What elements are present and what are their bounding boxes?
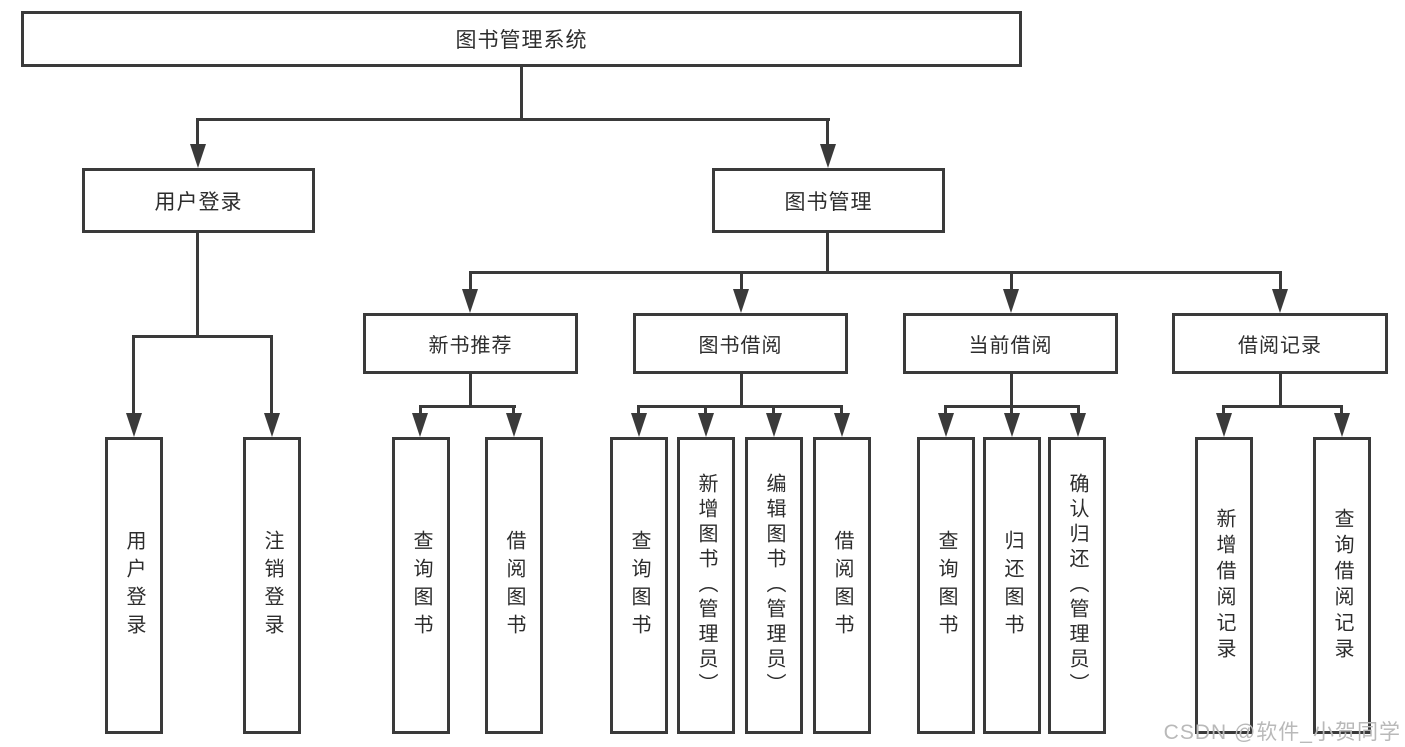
leaf-user-login: 用户登录	[105, 437, 163, 734]
connector-book-borrow-bus	[637, 405, 843, 408]
connector-stem-borrow-records	[1279, 271, 1282, 293]
arrow-to-br-add	[1216, 413, 1232, 437]
leaf-bb-query-books-label: 查询图书	[628, 529, 650, 642]
connector-stem-cb-confirm	[1077, 405, 1080, 417]
node-book-mgmt: 图书管理	[712, 168, 945, 233]
connector-user-login-down	[196, 233, 199, 337]
csdn-watermark: CSDN @软件_小贺同学	[1163, 721, 1401, 744]
leaf-bb-borrow-books: 借阅图书	[813, 437, 871, 734]
node-current-borrow-label: 当前借阅	[968, 335, 1053, 357]
arrow-to-br-query	[1334, 413, 1350, 437]
connector-stem-book-borrow	[740, 271, 743, 293]
arrow-to-book-borrow	[733, 289, 749, 313]
connector-stem-leaf-logout	[270, 335, 273, 417]
connector-user-leaves-bus	[132, 335, 273, 338]
arrow-to-cb-return	[1004, 413, 1020, 437]
leaf-bb-edit-books-admin: 编辑图书（管理员）	[745, 437, 803, 734]
connector-stem-cb-query	[944, 405, 947, 417]
node-user-login-label: 用户登录	[154, 190, 243, 214]
connector-borrow-records-bus	[1222, 405, 1342, 408]
leaf-user-login-label: 用户登录	[123, 529, 145, 642]
connector-stem-rec-borrow	[512, 405, 515, 417]
connector-level3-bus	[469, 271, 1281, 274]
connector-stem-cb-return	[1010, 405, 1013, 417]
node-book-borrow: 图书借阅	[633, 313, 848, 374]
leaf-cb-query-books: 查询图书	[917, 437, 975, 734]
connector-stem-rec-query	[419, 405, 422, 417]
node-root-label: 图书管理系统	[455, 29, 588, 52]
leaf-cb-confirm-return-admin: 确认归还（管理员）	[1048, 437, 1106, 734]
connector-book-borrow-down	[740, 374, 743, 408]
leaf-logout-label: 注销登录	[261, 529, 283, 642]
connector-stem-book-mgmt	[826, 118, 829, 150]
arrow-to-rec-borrow	[506, 413, 522, 437]
connector-book-mgmt-down	[826, 233, 829, 273]
node-borrow-records: 借阅记录	[1172, 313, 1388, 374]
arrow-to-leaf-login	[126, 413, 142, 437]
arrow-to-leaf-logout	[264, 413, 280, 437]
leaf-rec-borrow-books: 借阅图书	[485, 437, 543, 734]
leaf-bb-add-books-admin-label: 新增图书（管理员）	[695, 473, 717, 698]
connector-new-book-bus	[419, 405, 516, 408]
leaf-cb-return-books: 归还图书	[983, 437, 1041, 734]
leaf-bb-query-books: 查询图书	[610, 437, 668, 734]
connector-stem-user-login	[196, 118, 199, 150]
leaf-cb-query-books-label: 查询图书	[935, 529, 957, 642]
arrow-to-bb-add	[698, 413, 714, 437]
leaf-br-query-record: 查询借阅记录	[1313, 437, 1371, 734]
leaf-bb-borrow-books-label: 借阅图书	[831, 529, 853, 642]
arrow-to-cb-confirm	[1070, 413, 1086, 437]
connector-stem-leaf-login	[132, 335, 135, 417]
leaf-cb-return-books-label: 归还图书	[1001, 529, 1023, 642]
arrow-to-bb-edit	[766, 413, 782, 437]
leaf-rec-borrow-books-label: 借阅图书	[503, 529, 525, 642]
arrow-to-rec-query	[412, 413, 428, 437]
connector-stem-br-query	[1340, 405, 1343, 417]
connector-stem-bb-edit	[772, 405, 775, 417]
node-current-borrow: 当前借阅	[903, 313, 1118, 374]
connector-stem-bb-query	[637, 405, 640, 417]
node-user-login: 用户登录	[82, 168, 315, 233]
leaf-br-add-record-label: 新增借阅记录	[1213, 507, 1235, 664]
connector-stem-bb-borrow	[840, 405, 843, 417]
leaf-bb-edit-books-admin-label: 编辑图书（管理员）	[763, 473, 785, 698]
node-root: 图书管理系统	[21, 11, 1022, 67]
node-new-book-rec-label: 新书推荐	[428, 335, 513, 357]
node-book-borrow-label: 图书借阅	[698, 335, 783, 357]
arrow-to-current-borrow	[1003, 289, 1019, 313]
connector-root-down	[520, 67, 523, 120]
connector-new-book-down	[469, 374, 472, 408]
connector-borrow-records-down	[1279, 374, 1282, 408]
node-book-mgmt-label: 图书管理	[784, 190, 873, 214]
connector-stem-current-borrow	[1010, 271, 1013, 293]
connector-stem-bb-add	[704, 405, 707, 417]
leaf-bb-add-books-admin: 新增图书（管理员）	[677, 437, 735, 734]
arrow-to-bb-query	[631, 413, 647, 437]
connector-stem-br-add	[1222, 405, 1225, 417]
connector-level2-bus	[196, 118, 830, 121]
arrow-to-user-login	[190, 144, 206, 168]
leaf-rec-query-books: 查询图书	[392, 437, 450, 734]
arrow-to-new-book	[462, 289, 478, 313]
arrow-to-bb-borrow	[834, 413, 850, 437]
arrow-to-borrow-records	[1272, 289, 1288, 313]
node-borrow-records-label: 借阅记录	[1238, 335, 1322, 357]
leaf-br-query-record-label: 查询借阅记录	[1331, 507, 1353, 664]
leaf-rec-query-books-label: 查询图书	[410, 529, 432, 642]
leaf-br-add-record: 新增借阅记录	[1195, 437, 1253, 734]
arrow-to-cb-query	[938, 413, 954, 437]
arrow-to-book-mgmt	[820, 144, 836, 168]
connector-current-borrow-down	[1010, 374, 1013, 408]
leaf-logout: 注销登录	[243, 437, 301, 734]
connector-stem-new-book	[469, 271, 472, 293]
node-new-book-rec: 新书推荐	[363, 313, 578, 374]
leaf-cb-confirm-return-admin-label: 确认归还（管理员）	[1066, 473, 1088, 698]
